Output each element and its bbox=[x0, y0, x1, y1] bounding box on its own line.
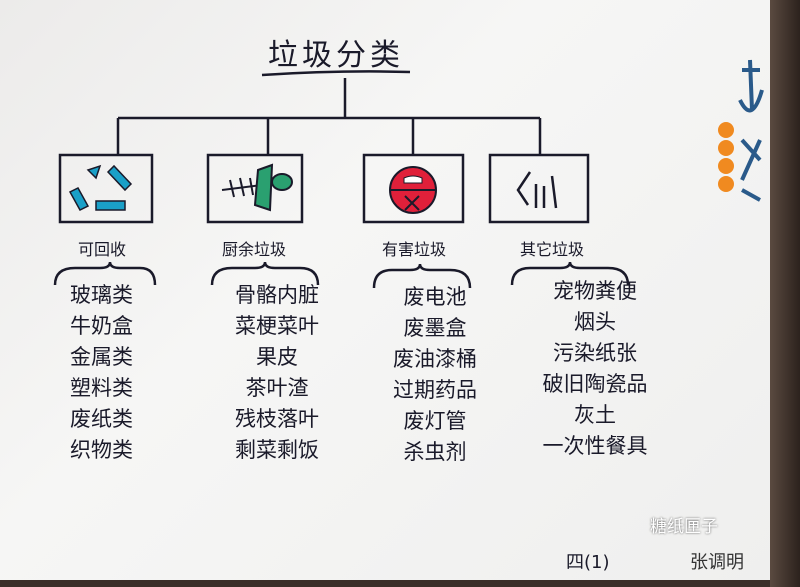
list-item: 废墨盒 bbox=[403, 316, 467, 340]
list-item: 金属类 bbox=[70, 345, 133, 369]
box-other bbox=[488, 153, 590, 224]
author-name: 张调明 bbox=[690, 552, 744, 573]
list-item: 塑料类 bbox=[70, 376, 133, 400]
paper bbox=[0, 0, 770, 580]
list-item: 玻璃类 bbox=[70, 283, 133, 307]
brace-4 bbox=[510, 261, 630, 286]
list-item: 剩菜剩饭 bbox=[235, 438, 319, 462]
list-item: 灰土 bbox=[574, 403, 616, 427]
list-item: 残枝落叶 bbox=[235, 407, 319, 431]
list-item: 污染纸张 bbox=[553, 341, 637, 365]
hazard-icon bbox=[389, 166, 437, 214]
list-recyclable: 玻璃类 牛奶盒 金属类 塑料类 废纸类 织物类 bbox=[70, 280, 133, 466]
other-waste-icon bbox=[516, 171, 558, 209]
recycle-icon bbox=[68, 164, 133, 211]
class-label: 四(1) bbox=[566, 552, 610, 573]
list-item: 果皮 bbox=[256, 345, 298, 369]
category-label: 其它垃圾 bbox=[520, 240, 585, 259]
watermark: 糖纸匣子 bbox=[650, 517, 718, 537]
list-item: 茶叶渣 bbox=[245, 376, 309, 400]
list-other: 宠物粪便 烟头 污染纸张 破旧陶瓷品 灰土 一次性餐具 bbox=[520, 276, 670, 462]
list-item: 废油漆桶 bbox=[393, 347, 477, 371]
list-item: 牛奶盒 bbox=[70, 314, 133, 338]
box-recyclable bbox=[58, 153, 154, 224]
list-item: 烟头 bbox=[574, 310, 616, 334]
list-item: 废纸类 bbox=[70, 407, 133, 431]
box-kitchen bbox=[206, 153, 304, 224]
title-underline bbox=[261, 70, 411, 77]
diagram-title: 垃圾分类 bbox=[268, 38, 404, 73]
list-item: 废灯管 bbox=[403, 409, 467, 433]
box-hazardous bbox=[362, 153, 465, 224]
list-item: 废电池 bbox=[403, 285, 467, 309]
brace-1 bbox=[53, 261, 157, 286]
list-item: 杀虫剂 bbox=[403, 440, 467, 464]
category-label: 厨余垃圾 bbox=[222, 240, 287, 259]
list-item: 过期药品 bbox=[393, 378, 477, 402]
logo bbox=[718, 59, 764, 202]
list-item: 破旧陶瓷品 bbox=[542, 372, 648, 396]
brace-2 bbox=[210, 261, 320, 286]
list-item: 宠物粪便 bbox=[553, 279, 637, 303]
list-item: 织物类 bbox=[70, 438, 133, 462]
list-item: 一次性餐具 bbox=[542, 434, 648, 458]
table-edge bbox=[770, 0, 800, 587]
list-kitchen: 骨骼内脏 菜梗菜叶 果皮 茶叶渣 残枝落叶 剩菜剩饭 bbox=[222, 280, 332, 466]
brace-3 bbox=[372, 263, 472, 289]
category-label: 有害垃圾 bbox=[382, 240, 447, 259]
list-item: 菜梗菜叶 bbox=[235, 314, 319, 338]
list-item: 骨骼内脏 bbox=[235, 283, 319, 307]
category-label: 可回收 bbox=[78, 240, 127, 259]
fish-bone-icon bbox=[221, 163, 293, 212]
list-hazardous: 废电池 废墨盒 废油漆桶 过期药品 废灯管 杀虫剂 bbox=[380, 282, 490, 468]
